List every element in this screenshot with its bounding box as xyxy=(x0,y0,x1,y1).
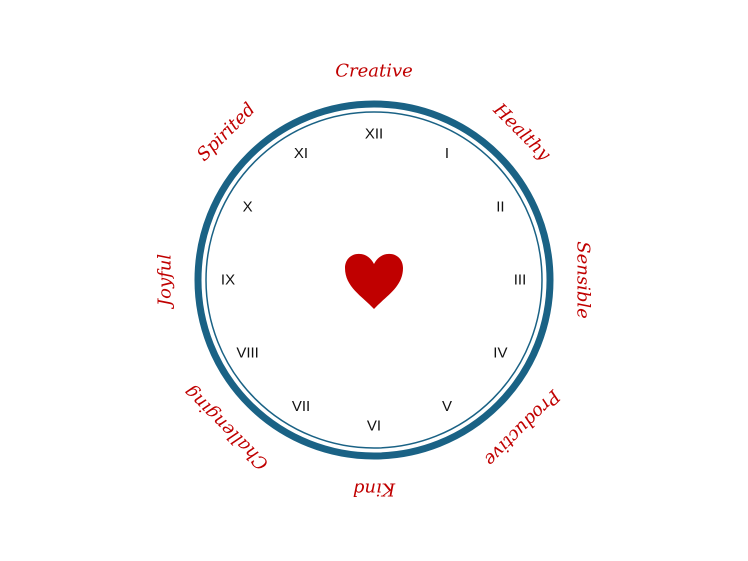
word-kind: Kind xyxy=(353,479,396,500)
numeral-vi: VI xyxy=(367,418,381,435)
word-productive: Productive xyxy=(480,385,565,470)
numeral-viii: VIII xyxy=(236,345,259,362)
word-joyful: Joyful xyxy=(155,254,176,310)
word-creative: Creative xyxy=(335,61,413,82)
numeral-iv: IV xyxy=(493,345,507,362)
numeral-vii: VII xyxy=(292,398,310,415)
numeral-x: X xyxy=(243,199,253,216)
inner-ring xyxy=(205,111,543,449)
heart-icon xyxy=(345,253,403,309)
numeral-v: V xyxy=(442,398,452,415)
numeral-ix: IX xyxy=(221,272,235,289)
numeral-xii: XII xyxy=(365,126,383,143)
numeral-i: I xyxy=(445,145,449,162)
word-sensible: Sensible xyxy=(573,241,594,319)
numeral-ii: II xyxy=(496,199,504,216)
numeral-iii: III xyxy=(514,272,527,289)
outer-ring xyxy=(194,100,554,460)
numeral-xi: XI xyxy=(294,145,308,162)
word-challenging: Challenging xyxy=(180,381,273,474)
